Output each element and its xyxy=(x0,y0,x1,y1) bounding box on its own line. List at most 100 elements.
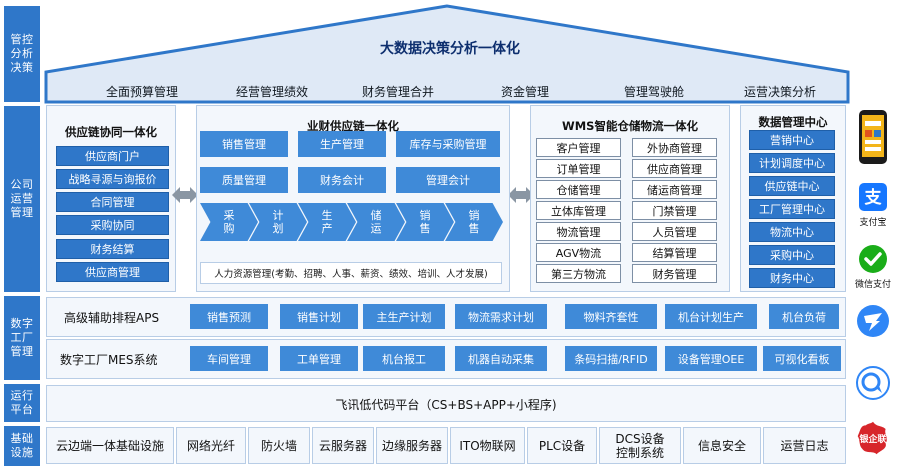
wms-item[interactable]: 财务管理 xyxy=(632,264,717,283)
infra-item[interactable]: DCS设备 控制系统 xyxy=(599,427,681,464)
data-center-title: 数据管理中心 xyxy=(758,115,828,129)
supply-chain-item[interactable]: 合同管理 xyxy=(56,192,169,212)
wms-item[interactable]: 储运商管理 xyxy=(632,180,717,199)
infra-item[interactable]: 运营日志 xyxy=(763,427,846,464)
unionpay-icon[interactable] xyxy=(855,418,891,458)
chat-bubble-icon[interactable] xyxy=(855,365,891,401)
flow-step-label: 采购 xyxy=(223,209,235,235)
aps-item[interactable]: 物料齐套性 xyxy=(565,304,657,329)
category-factory: 数字工厂管理 xyxy=(4,296,40,380)
module-button[interactable]: 销售管理 xyxy=(200,131,288,157)
flow-step[interactable]: 销售 xyxy=(445,203,503,241)
aps-item[interactable]: 机台负荷 xyxy=(769,304,839,329)
hr-box[interactable]: 人力资源管理(考勤、招聘、人事、薪资、绩效、培训、人才发展) xyxy=(200,262,502,284)
category-operations: 公司运营管理 xyxy=(4,106,40,292)
flow-step-label: 销售 xyxy=(468,209,480,235)
wms-item[interactable]: 供应商管理 xyxy=(632,159,717,178)
flow-step-label: 销售 xyxy=(419,209,431,235)
wms-item[interactable]: 外协商管理 xyxy=(632,138,717,157)
roof-item[interactable]: 运营决策分析 xyxy=(744,85,817,99)
roof-item[interactable]: 经营管理绩效 xyxy=(236,85,309,99)
alipay-icon[interactable]: 支 xyxy=(855,182,891,212)
wms-item[interactable]: 客户管理 xyxy=(536,138,621,157)
aps-item[interactable]: 销售计划 xyxy=(280,304,358,329)
infra-item[interactable]: 云服务器 xyxy=(312,427,374,464)
data-center-item[interactable]: 财务中心 xyxy=(749,268,835,288)
platform-label: 飞讯低代码平台（CS+BS+APP+小程序) xyxy=(335,398,557,412)
mes-item[interactable]: 工单管理 xyxy=(280,346,358,371)
mes-item[interactable]: 车间管理 xyxy=(190,346,268,371)
flow-step[interactable]: 计划 xyxy=(249,203,307,241)
mes-item[interactable]: 条码扫描/RFID xyxy=(565,346,657,371)
dingtalk-icon[interactable] xyxy=(855,303,891,339)
hr-label: 人力资源管理(考勤、招聘、人事、薪资、绩效、培训、人才发展) xyxy=(214,269,488,280)
wms-item[interactable]: 门禁管理 xyxy=(632,201,717,220)
aps-item[interactable]: 物流需求计划 xyxy=(455,304,547,329)
mes-item[interactable]: 机器自动采集 xyxy=(455,346,547,371)
roof-shape xyxy=(44,4,850,104)
module-button[interactable]: 质量管理 xyxy=(200,167,288,193)
category-infrastructure: 基础设施 xyxy=(4,426,40,466)
roof-item[interactable]: 全面预算管理 xyxy=(106,85,179,99)
mes-item[interactable]: 机台报工 xyxy=(363,346,445,371)
business-finance-title: 业财供应链一体化 xyxy=(307,119,399,133)
flow-step[interactable]: 储运 xyxy=(347,203,405,241)
supply-chain-item[interactable]: 供应商管理 xyxy=(56,262,169,282)
wechat-pay-label: 微信支付 xyxy=(854,280,891,290)
svg-text:支: 支 xyxy=(865,187,883,208)
supply-chain-item[interactable]: 战略寻源与询报价 xyxy=(56,169,169,189)
infra-item[interactable]: 云边端一体基础设施 xyxy=(46,427,174,464)
mobile-app-icon[interactable] xyxy=(855,108,891,166)
wms-item[interactable]: 立体库管理 xyxy=(536,201,621,220)
data-center-item[interactable]: 营销中心 xyxy=(749,130,835,150)
wms-item[interactable]: 结算管理 xyxy=(632,243,717,262)
wechat-pay-icon[interactable] xyxy=(855,244,891,274)
supply-chain-item[interactable]: 供应商门户 xyxy=(56,146,169,166)
roof-item[interactable]: 资金管理 xyxy=(501,85,550,99)
infra-item[interactable]: 防火墙 xyxy=(248,427,310,464)
data-center-item[interactable]: 工厂管理中心 xyxy=(749,199,835,219)
roof-item[interactable]: 管理驾驶舱 xyxy=(624,85,685,99)
data-center-item[interactable]: 采购中心 xyxy=(749,245,835,265)
aps-item[interactable]: 机台计划生产 xyxy=(665,304,757,329)
category-platform: 运行平台 xyxy=(4,384,40,422)
category-management: 管控分析决策 xyxy=(4,6,40,102)
wms-item[interactable]: 物流管理 xyxy=(536,222,621,241)
data-center-item[interactable]: 供应链中心 xyxy=(749,176,835,196)
mes-item[interactable]: 可视化看板 xyxy=(763,346,841,371)
roof-item[interactable]: 财务管理合并 xyxy=(362,85,435,99)
wms-item[interactable]: 订单管理 xyxy=(536,159,621,178)
infra-item[interactable]: 网络光纤 xyxy=(176,427,246,464)
infra-item[interactable]: PLC设备 xyxy=(527,427,597,464)
aps-item[interactable]: 销售预测 xyxy=(190,304,268,329)
unionpay-label: 银企联 xyxy=(859,435,887,445)
double-arrow-icon xyxy=(508,187,534,203)
flow-step-label: 生产 xyxy=(321,209,333,235)
mes-item[interactable]: 设备管理OEE xyxy=(665,346,757,371)
aps-label: 高级辅助排程APS xyxy=(64,311,160,325)
double-arrow-icon xyxy=(172,187,198,203)
supply-chain-item[interactable]: 财务结算 xyxy=(56,239,169,259)
module-button[interactable]: 库存与采购管理 xyxy=(396,131,500,157)
wms-item[interactable]: 仓储管理 xyxy=(536,180,621,199)
module-button[interactable]: 管理会计 xyxy=(396,167,500,193)
wms-item[interactable]: AGV物流 xyxy=(536,243,621,262)
flow-step-label: 储运 xyxy=(370,209,382,235)
platform-row[interactable]: 飞讯低代码平台（CS+BS+APP+小程序) xyxy=(46,385,846,422)
data-center-item[interactable]: 计划调度中心 xyxy=(749,153,835,173)
supply-chain-item[interactable]: 采购协同 xyxy=(56,215,169,235)
supply-chain-title: 供应链协同一体化 xyxy=(65,125,157,139)
flow-step-label: 计划 xyxy=(272,209,284,235)
aps-item[interactable]: 主生产计划 xyxy=(363,304,445,329)
wms-title: WMS智能仓储物流一体化 xyxy=(562,119,698,133)
infra-item[interactable]: 边缘服务器 xyxy=(376,427,448,464)
module-button[interactable]: 生产管理 xyxy=(298,131,386,157)
wms-item[interactable]: 人员管理 xyxy=(632,222,717,241)
mes-label: 数字工厂MES系统 xyxy=(60,353,158,367)
wms-item[interactable]: 第三方物流 xyxy=(536,264,621,283)
alipay-label: 支付宝 xyxy=(859,218,887,228)
infra-item[interactable]: 信息安全 xyxy=(683,427,761,464)
module-button[interactable]: 财务会计 xyxy=(298,167,386,193)
data-center-item[interactable]: 物流中心 xyxy=(749,222,835,242)
infra-item[interactable]: ITO物联网 xyxy=(450,427,525,464)
